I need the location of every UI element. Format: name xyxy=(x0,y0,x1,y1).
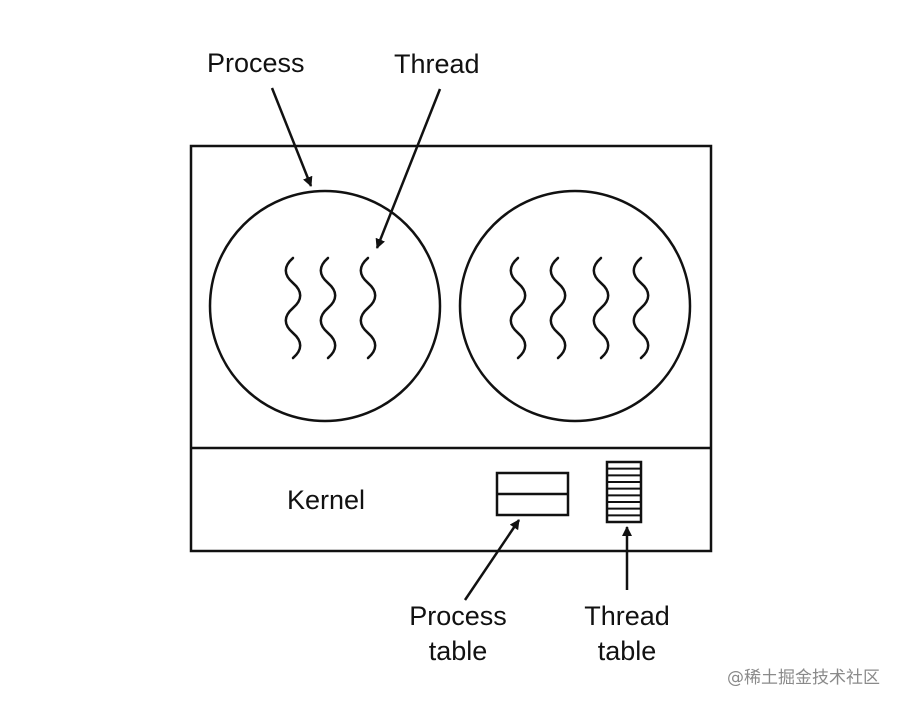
process-2-threads xyxy=(509,256,650,360)
thread-squiggle xyxy=(549,256,567,360)
watermark: @稀土掘金技术社区 xyxy=(727,668,880,688)
thread-squiggle xyxy=(592,256,610,360)
thread-table xyxy=(605,460,643,524)
thread-arrow xyxy=(375,88,442,249)
label-process-table-line1: Process xyxy=(409,601,507,631)
system-box xyxy=(189,144,713,553)
thread-squiggle xyxy=(319,256,337,360)
process-arrow xyxy=(270,87,313,187)
thread-squiggle xyxy=(509,256,527,360)
label-kernel: Kernel xyxy=(287,485,365,515)
process-circle-1 xyxy=(208,189,442,423)
thread-table-box xyxy=(605,460,643,524)
label-thread: Thread xyxy=(394,49,480,79)
thread-squiggle xyxy=(284,256,302,360)
thread-squiggle xyxy=(359,256,377,360)
label-thread-table-line1: Thread xyxy=(584,601,670,631)
label-process: Process xyxy=(207,48,305,78)
label-thread-table-line2: table xyxy=(598,636,657,666)
process-1-threads xyxy=(284,256,377,360)
process-circle-2 xyxy=(458,189,692,423)
thread-squiggle xyxy=(632,256,650,360)
process-table-arrow xyxy=(463,519,521,601)
process-table xyxy=(495,471,570,517)
label-process-table-line2: table xyxy=(429,636,488,666)
